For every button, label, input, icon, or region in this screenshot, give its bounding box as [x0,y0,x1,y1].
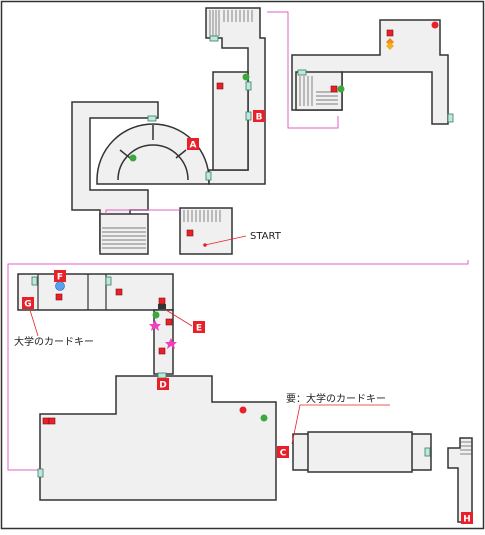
upper-west-area [71,7,266,251]
marker-D[interactable]: D [157,378,169,391]
door [205,171,212,181]
door [424,447,431,457]
callout-lines [29,235,390,445]
door [447,113,454,123]
svg-text:F: F [57,273,63,283]
round-items [55,21,439,422]
marker-A[interactable]: A [187,138,199,151]
item-red [55,293,63,301]
marker-H[interactable]: H [461,512,473,525]
enemy-star [165,338,177,349]
item-red [42,417,50,425]
west-hall [17,273,174,311]
markers: A B C D E F G H [22,110,473,525]
arc-divider-2 [119,149,131,159]
enemy-star [149,320,161,331]
locked-door [158,304,166,309]
door [147,115,157,122]
upper-east-area [291,19,449,125]
start-point [203,243,207,247]
item-red [216,82,224,90]
marker-C[interactable]: C [277,446,289,459]
item-red-round [431,21,439,29]
far-east-stair [447,437,473,523]
svg-text:D: D [159,381,166,391]
e-callout-line [165,309,193,327]
svg-text:H: H [463,515,471,525]
marker-F[interactable]: F [54,270,66,283]
req-callout-line [291,404,390,445]
enemies [149,320,177,349]
item-green [260,414,268,422]
svg-text:E: E [196,324,202,334]
item-red [386,29,394,37]
connector-start [105,209,180,214]
arc-room [96,123,210,185]
door [245,111,252,121]
connector-north-east [267,11,339,129]
item-red [186,229,194,237]
keycard-callout-line [29,309,39,337]
marker-E[interactable]: E [193,321,205,334]
marker-B[interactable]: B [253,110,265,123]
item-red [115,288,123,296]
item-red [158,347,166,355]
item-red [158,297,166,305]
door [245,81,252,91]
item-green [152,311,160,319]
door [157,372,167,379]
svg-text:G: G [24,300,31,310]
door [31,276,38,286]
stairs-lines-start [102,210,221,249]
arc-inner [117,144,189,181]
start-label: START [250,231,282,242]
keycard-label: 大学のカードキー [14,335,94,348]
item-green [337,85,345,93]
main-hall [39,375,277,501]
item-green [129,154,137,162]
svg-text:C: C [280,449,287,459]
svg-text:A: A [190,141,197,151]
east-room [307,431,413,473]
lower-area [39,375,473,523]
door [297,69,307,76]
arc-divider-3 [175,149,187,159]
required-keycard-label: 要：大学のカードキー [286,392,386,405]
door [209,35,219,42]
stairs-north [209,10,253,36]
start-callout-line [204,235,247,246]
marker-G[interactable]: G [22,297,34,310]
connector-to-lower [7,260,469,471]
door [105,276,112,286]
connectors [7,11,469,471]
save-point [55,281,65,291]
item-red [48,417,56,425]
stair-room-west [99,213,149,255]
items [42,29,394,425]
item-red [330,85,338,93]
item-red [165,318,173,326]
item-orange [386,42,394,50]
item-green [242,73,250,81]
north-corridor [205,7,266,185]
doors [31,35,454,478]
item-red-round [239,406,247,414]
stairs-far-east [460,441,472,455]
door [37,468,44,478]
svg-text:B: B [256,113,263,123]
